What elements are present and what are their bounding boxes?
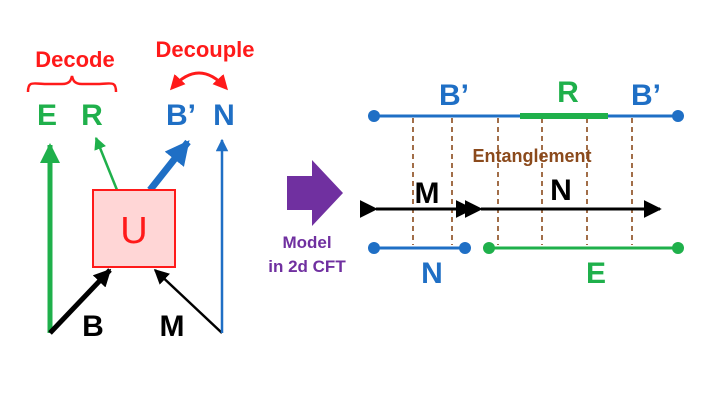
bottom-e-left-endpoint (483, 242, 495, 254)
unitary-label: U (120, 210, 147, 252)
output-label-n: N (213, 99, 235, 132)
m-input-arrow (153, 268, 223, 334)
top-r-label: R (557, 76, 579, 109)
bprime-arrow (147, 139, 191, 193)
bottom-n-label: N (421, 257, 443, 290)
output-label-r: R (81, 99, 103, 132)
b-input-arrow (48, 268, 112, 335)
bottom-n-right-endpoint (459, 242, 471, 254)
left-circuit: Decode Decouple E R B’ N U B M (26, 37, 255, 343)
cft-model: B’ R B’ Entanglement M N N E (359, 76, 684, 290)
r-arrow (94, 136, 119, 191)
decode-label: Decode (35, 47, 114, 72)
top-left-bprime-label: B’ (439, 79, 469, 112)
bottom-n-left-endpoint (368, 242, 380, 254)
top-right-bprime-label: B’ (631, 79, 661, 112)
bottom-e-right-endpoint (672, 242, 684, 254)
output-label-bprime: B’ (166, 99, 196, 132)
model-caption-line2: in 2d CFT (268, 257, 346, 276)
span-n-label: N (550, 174, 572, 207)
bottom-e-label: E (586, 257, 606, 290)
decode-brace (26, 75, 118, 93)
entanglement-label: Entanglement (472, 146, 591, 166)
decouple-label: Decouple (155, 37, 254, 62)
entanglement-lines (412, 118, 633, 245)
input-label-b: B (82, 310, 104, 343)
model-caption-line1: Model (282, 233, 331, 252)
input-label-m: M (160, 310, 185, 343)
right-arrow-icon (287, 160, 343, 226)
decouple-arrow (169, 71, 229, 91)
transition: Model in 2d CFT (268, 160, 346, 276)
unitary-box (92, 189, 176, 268)
top-right-endpoint (672, 110, 684, 122)
span-m-label: M (415, 177, 440, 210)
top-left-endpoint (368, 110, 380, 122)
output-label-e: E (37, 99, 57, 132)
